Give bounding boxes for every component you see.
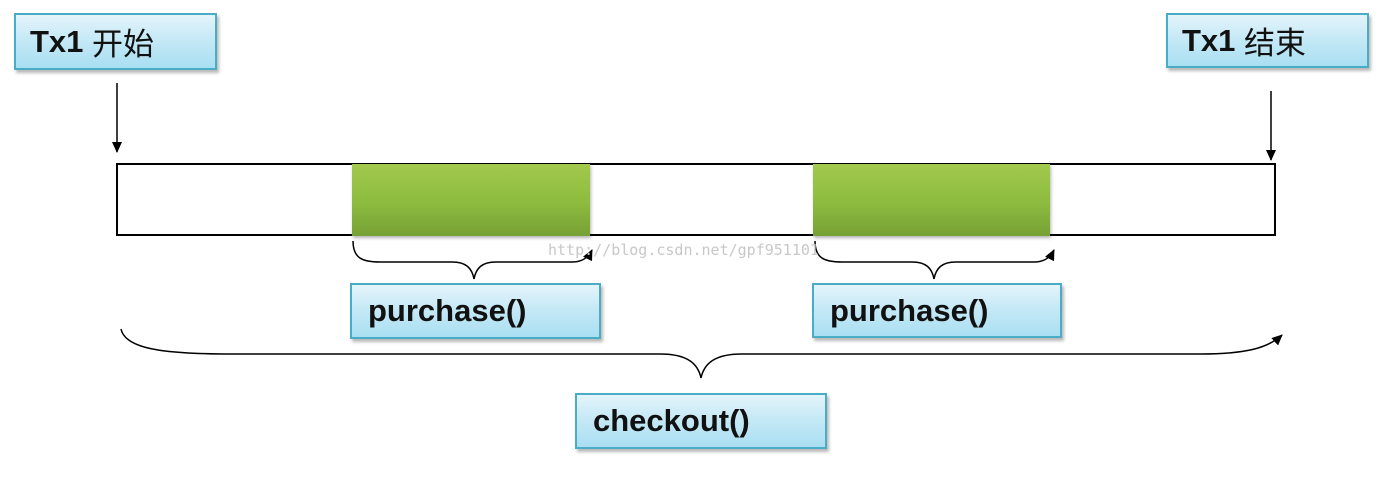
checkout-label: checkout() [575, 393, 827, 449]
purchase-label-2: purchase() [812, 283, 1062, 338]
purchase-label-1-text: purchase() [368, 293, 527, 328]
purchase-segment-2 [813, 164, 1050, 236]
tx1-start-label: Tx1 开始 [14, 13, 217, 70]
tx1-start-suffix: 开始 [92, 27, 155, 63]
tx1-start-prefix: Tx1 [30, 23, 93, 59]
checkout-label-text: checkout() [593, 403, 750, 438]
tx1-end-prefix: Tx1 [1182, 22, 1245, 58]
purchase-brace-1 [352, 240, 593, 280]
purchase-label-2-text: purchase() [830, 292, 989, 328]
purchase-label-1: purchase() [350, 283, 601, 339]
tx1-end-suffix: 结束 [1244, 26, 1307, 62]
purchase-brace-2 [814, 240, 1055, 280]
tx1-end-label: Tx1 结束 [1166, 13, 1369, 68]
purchase-segment-1 [352, 164, 590, 236]
checkout-brace [120, 328, 1283, 379]
timeline-bar [116, 163, 1276, 236]
watermark: http://blog.csdn.net/gpf951101 [548, 241, 819, 259]
